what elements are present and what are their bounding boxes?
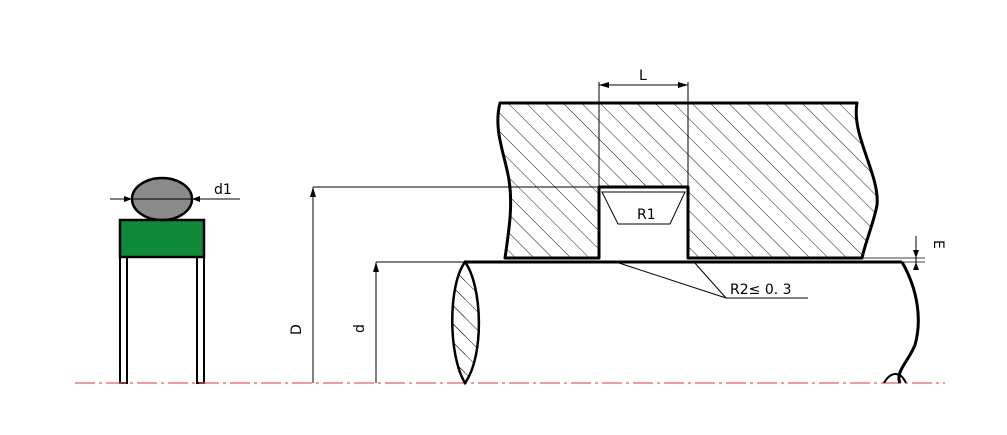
seal-cross-section: d1 bbox=[110, 176, 240, 384]
L-label: L bbox=[639, 68, 647, 84]
dimension-L: L bbox=[598, 68, 689, 187]
d1-arrow-left bbox=[124, 196, 132, 202]
R2-callout: R2≤ 0. 3 bbox=[615, 261, 808, 299]
dimension-E: E bbox=[862, 236, 946, 270]
dimension-d: d bbox=[352, 261, 465, 383]
housing bbox=[496, 101, 879, 260]
d1-label: d1 bbox=[214, 182, 232, 198]
backup-ring bbox=[118, 218, 206, 259]
D-label: D bbox=[289, 324, 305, 335]
groove-r1-outline bbox=[601, 191, 686, 225]
E-label: E bbox=[930, 240, 946, 249]
d1-arrow-right bbox=[192, 196, 200, 202]
retainer-right-wall bbox=[196, 254, 205, 384]
groove: R1 bbox=[601, 191, 686, 225]
shaft bbox=[451, 259, 920, 386]
d-label: d bbox=[352, 324, 368, 333]
retainer-left-wall bbox=[119, 254, 128, 384]
R1-label: R1 bbox=[637, 207, 656, 223]
R2-label: R2≤ 0. 3 bbox=[730, 282, 792, 298]
